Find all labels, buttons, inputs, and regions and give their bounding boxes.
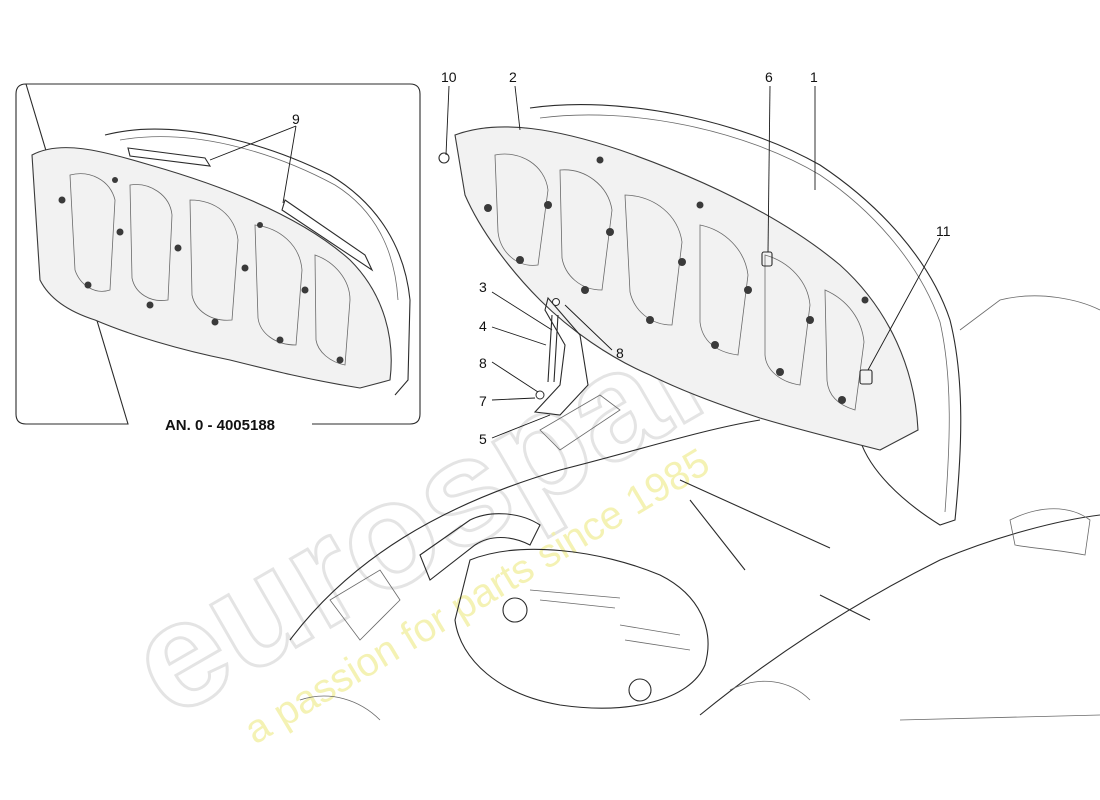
mirror: [1009, 508, 1091, 556]
inset-detail: 9 AN. 0 - 4005188: [15, 83, 421, 434]
inset-panel-cutouts: [69, 173, 351, 366]
strut-bolt: [552, 298, 560, 306]
callout-8-left: 8: [479, 355, 487, 371]
inset-callout-9: 9: [292, 111, 300, 127]
fender-left: [289, 419, 761, 641]
hood-shell: [529, 104, 962, 526]
leader-lines: [445, 85, 941, 439]
callout-1: 1: [810, 69, 818, 85]
gas-strut: [547, 314, 559, 383]
reservoir: [329, 569, 401, 641]
engine-cover: [454, 548, 709, 709]
inset-panel-clips: [58, 177, 344, 364]
hood-pad-cutouts: [494, 153, 865, 411]
wiper-arm: [679, 479, 871, 621]
inset-frame: [15, 83, 421, 425]
inset-seal-upper: [127, 147, 212, 167]
oil-cap: [502, 597, 528, 623]
callout-7: 7: [479, 393, 487, 409]
part-6-bump-stop: [761, 251, 773, 267]
filler-cap: [628, 678, 652, 702]
inset-hood-outline: [104, 128, 411, 396]
callout-11: 11: [936, 223, 951, 239]
callout-6: 6: [765, 69, 773, 85]
callout-8-right: 8: [616, 345, 624, 361]
inset-title: AN. 0 - 4005188: [165, 417, 275, 434]
engine-bay: [289, 295, 1100, 721]
callout-labels: 10 2 6 1 3 4 8 8 7 5 11: [441, 69, 951, 447]
hood-assembly: [438, 104, 962, 526]
part-11-bump-stop: [859, 369, 873, 385]
fender-right: [699, 514, 1100, 716]
callout-4: 4: [479, 318, 487, 334]
hood-pad-clips: [484, 156, 869, 404]
callout-10: 10: [441, 69, 457, 85]
callout-3: 3: [479, 279, 487, 295]
callout-2: 2: [509, 69, 517, 85]
hinge-bolt: [535, 390, 545, 400]
hood-hinge: [533, 296, 589, 416]
inset-insulation-panel: [31, 147, 392, 389]
inset-seal-lower: [281, 199, 374, 272]
part-10-fastener: [438, 152, 450, 164]
callout-5: 5: [479, 431, 487, 447]
intake-duct: [419, 513, 541, 581]
